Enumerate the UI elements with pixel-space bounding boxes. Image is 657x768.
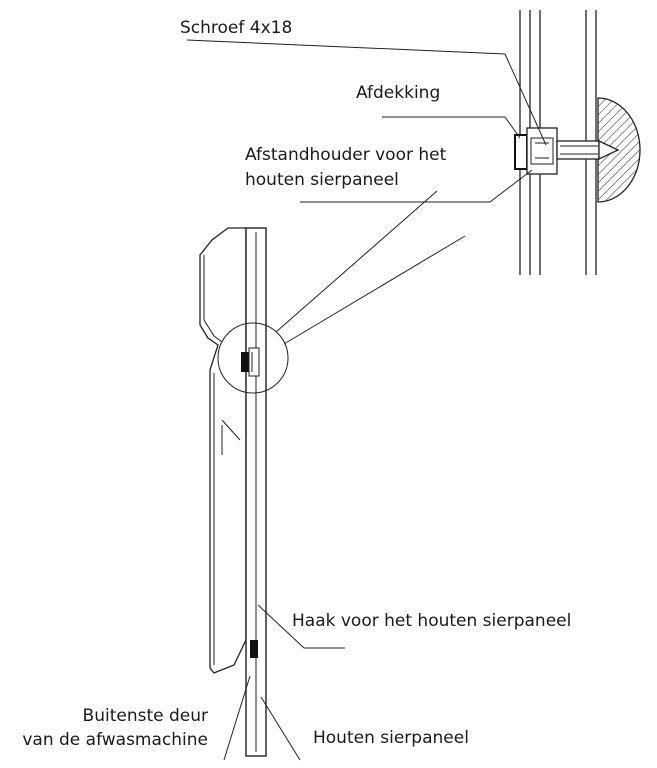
screw-tip — [598, 139, 620, 161]
cover-leader — [504, 116, 521, 139]
cover-cap — [514, 134, 528, 170]
label-spacer-line2: houten sierpaneel — [245, 170, 399, 190]
screw-assembly — [514, 127, 620, 175]
label-spacer-line1: Afstandhouder voor het — [245, 145, 447, 165]
label-outer-door-line1: Buitenste deur — [83, 706, 208, 726]
label-outer-door-line2: van de afwasmachine — [22, 730, 208, 750]
side-view — [199, 190, 466, 761]
screw-leader-h — [186, 39, 506, 55]
screw-leader — [504, 53, 547, 146]
hook-mark — [250, 640, 258, 658]
outer-door-leader — [223, 675, 251, 761]
panel-leader — [260, 696, 301, 761]
label-hook: Haak voor het houten sierpaneel — [292, 611, 571, 631]
outer-door-body — [199, 227, 247, 674]
spacer-mark-body — [248, 347, 260, 377]
spacer-inner — [530, 137, 554, 165]
detail-projection-line — [275, 190, 438, 333]
detail-projection-line — [283, 235, 466, 345]
hook-leader — [257, 604, 305, 649]
door-handle-recess — [203, 255, 223, 343]
label-panel: Houten sierpaneel — [313, 728, 469, 748]
detail-circle — [217, 322, 289, 394]
label-cover: Afdekking — [356, 83, 440, 103]
door-detail — [221, 419, 241, 441]
spacer-leader — [489, 169, 533, 203]
label-screw: Schroef 4x18 — [180, 18, 292, 38]
spacer-mark — [241, 352, 249, 372]
screw-shaft — [556, 140, 600, 160]
detail-view — [186, 10, 641, 275]
